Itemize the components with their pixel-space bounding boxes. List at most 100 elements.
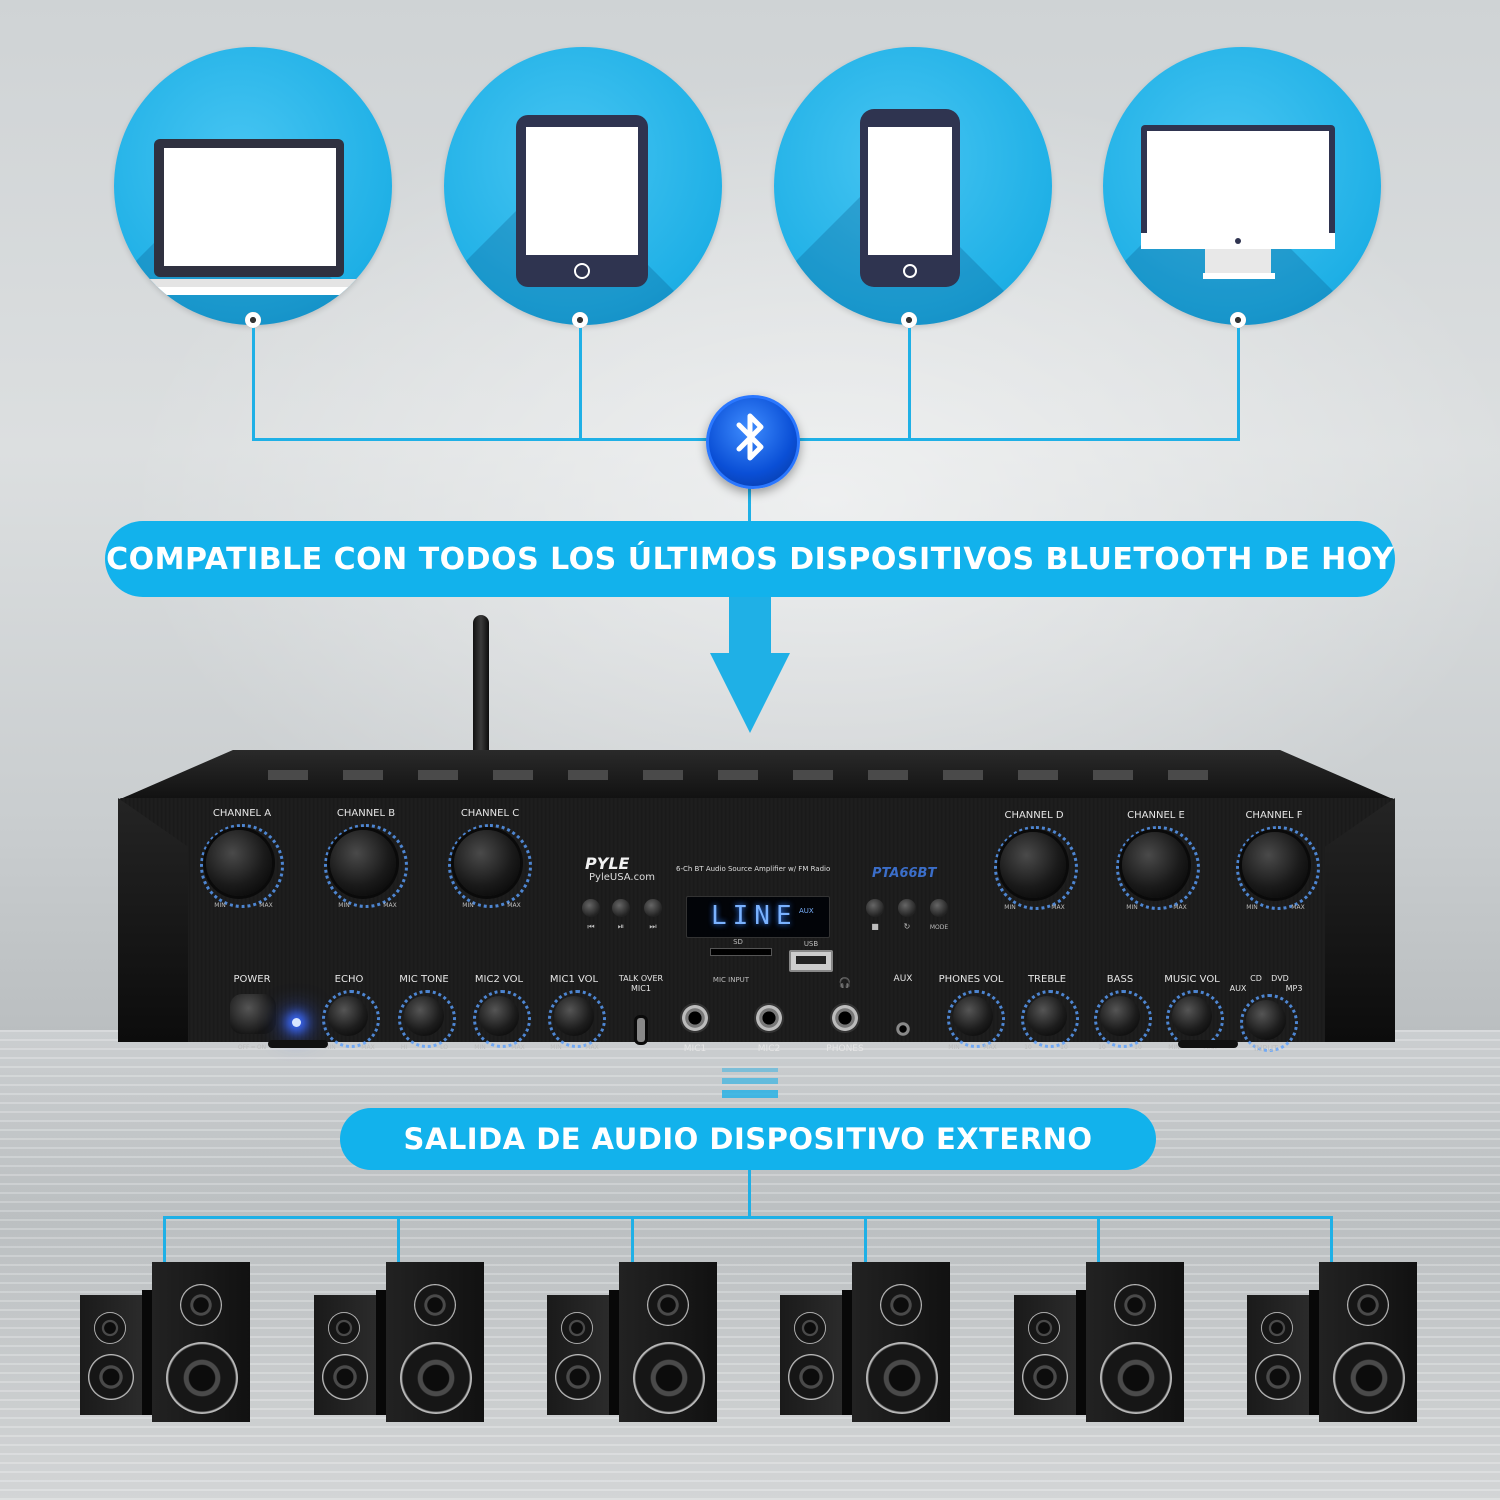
mic1-vol-knob[interactable] xyxy=(554,996,594,1036)
speaker-woofer xyxy=(1022,1354,1068,1400)
input-dvd-label: DVD xyxy=(1271,974,1289,983)
channel-c-label: CHANNEL C xyxy=(460,808,520,819)
speaker-tweeter xyxy=(94,1312,126,1344)
speaker-tweeter xyxy=(1028,1312,1060,1344)
min-label: MIN xyxy=(550,1044,562,1051)
speaker-tweeter xyxy=(647,1284,689,1326)
mode-button[interactable] xyxy=(930,899,948,917)
fade-stripe xyxy=(722,1068,778,1072)
phones-vol-label: PHONES VOL xyxy=(938,974,1004,985)
phones-vol-knob[interactable] xyxy=(953,996,993,1036)
speaker-icon xyxy=(1247,1262,1417,1422)
speaker-woofer xyxy=(1333,1342,1405,1414)
desktop-monitor-circle xyxy=(1103,47,1381,325)
tablet-circle xyxy=(444,47,722,325)
compatibility-banner: COMPATIBLE CON TODOS LOS ÚLTIMOS DISPOSI… xyxy=(105,521,1395,597)
max-label: MAX xyxy=(983,1044,997,1051)
play-pause-button[interactable] xyxy=(612,899,630,917)
input-cd-label: CD xyxy=(1250,974,1262,983)
max-label: MAX xyxy=(1051,904,1065,911)
bass-knob[interactable] xyxy=(1100,996,1140,1036)
mic1-label: MIC1 xyxy=(683,1044,707,1054)
connector-line xyxy=(748,1170,751,1218)
mic-input-label: MIC INPUT xyxy=(712,976,750,984)
knob-ring xyxy=(322,990,380,1048)
lcd-display: LINE AUX xyxy=(686,896,830,938)
mic2-vol-knob[interactable] xyxy=(479,996,519,1036)
phones-jack[interactable] xyxy=(830,1003,860,1033)
speaker-woofer xyxy=(866,1342,938,1414)
amp-foot xyxy=(1178,1040,1238,1048)
treble-knob[interactable] xyxy=(1027,996,1067,1036)
speaker-tweeter xyxy=(1347,1284,1389,1326)
channel-f-knob[interactable] xyxy=(1242,832,1308,898)
input-mp3-label: MP3 xyxy=(1285,984,1303,993)
speaker-icon xyxy=(1014,1262,1184,1422)
speaker-woofer xyxy=(788,1354,834,1400)
channel-d-label: CHANNEL D xyxy=(1004,810,1064,821)
speaker-small-side xyxy=(1309,1290,1321,1415)
connector-line xyxy=(397,1216,400,1296)
mic-tone-knob[interactable] xyxy=(404,996,444,1036)
max-label: MAX xyxy=(259,902,273,909)
min-label: MIN xyxy=(1126,904,1138,911)
max-label: MAX xyxy=(511,1044,525,1051)
vent xyxy=(493,770,533,780)
usb-port[interactable] xyxy=(789,950,833,972)
connector-dot xyxy=(901,312,917,328)
desktop-monitor-icon xyxy=(1141,125,1335,279)
power-label: POWER xyxy=(233,974,271,985)
amp-side-right xyxy=(1325,798,1395,1042)
previous-button[interactable] xyxy=(582,899,600,917)
knob-ring xyxy=(947,990,1005,1048)
sd-card-slot[interactable] xyxy=(710,948,772,956)
min-label: MIN xyxy=(338,902,350,909)
vent xyxy=(343,770,383,780)
music-vol-knob[interactable] xyxy=(1172,996,1212,1036)
next-icon: ⏭ xyxy=(649,922,657,931)
channel-c-knob[interactable] xyxy=(454,830,520,896)
treble-max-label: 10 xyxy=(1060,1044,1068,1051)
speaker-small-side xyxy=(609,1290,621,1415)
connector-line xyxy=(1097,1216,1100,1296)
repeat-button[interactable] xyxy=(898,899,916,917)
amp-side-left xyxy=(118,798,188,1042)
previous-icon: ⏮ xyxy=(587,922,595,931)
speaker-tweeter xyxy=(880,1284,922,1326)
fade-stripe xyxy=(722,1090,778,1098)
speaker-small-side xyxy=(1076,1290,1088,1415)
speaker-icon xyxy=(314,1262,484,1422)
antenna xyxy=(473,615,489,765)
brand-url: PyleUSA.com xyxy=(589,872,655,883)
play-pause-icon: ⏯ xyxy=(617,922,625,931)
model-number: PTA66BT xyxy=(872,866,937,881)
power-button[interactable] xyxy=(230,994,276,1034)
next-button[interactable] xyxy=(644,899,662,917)
knob-ring xyxy=(548,990,606,1048)
channel-b-knob[interactable] xyxy=(330,830,396,896)
stop-button[interactable] xyxy=(866,899,884,917)
channel-a-knob[interactable] xyxy=(206,830,272,896)
connector-line xyxy=(579,328,582,441)
power-led-indicator xyxy=(292,1018,301,1027)
knob-ring xyxy=(398,990,456,1048)
talk-over-switch[interactable] xyxy=(637,1018,645,1042)
smartphone-circle xyxy=(774,47,1052,325)
input-selector-knob[interactable] xyxy=(1246,1000,1286,1040)
sd-label: SD xyxy=(733,938,743,946)
aux-label: AUX xyxy=(893,974,913,984)
mic2-jack[interactable] xyxy=(754,1003,784,1033)
vent xyxy=(1093,770,1133,780)
min-label: MIN xyxy=(462,902,474,909)
aux-jack[interactable] xyxy=(896,1022,910,1036)
fade-stripe xyxy=(722,1078,778,1084)
vent xyxy=(868,770,908,780)
channel-e-knob[interactable] xyxy=(1122,832,1188,898)
channel-d-knob[interactable] xyxy=(1000,832,1066,898)
down-arrow-stem xyxy=(729,597,771,653)
audio-output-banner: SALIDA DE AUDIO DISPOSITIVO EXTERNO xyxy=(340,1108,1156,1170)
mic1-jack[interactable] xyxy=(680,1003,710,1033)
treble-label: TREBLE xyxy=(1027,974,1067,985)
echo-knob[interactable] xyxy=(328,996,368,1036)
